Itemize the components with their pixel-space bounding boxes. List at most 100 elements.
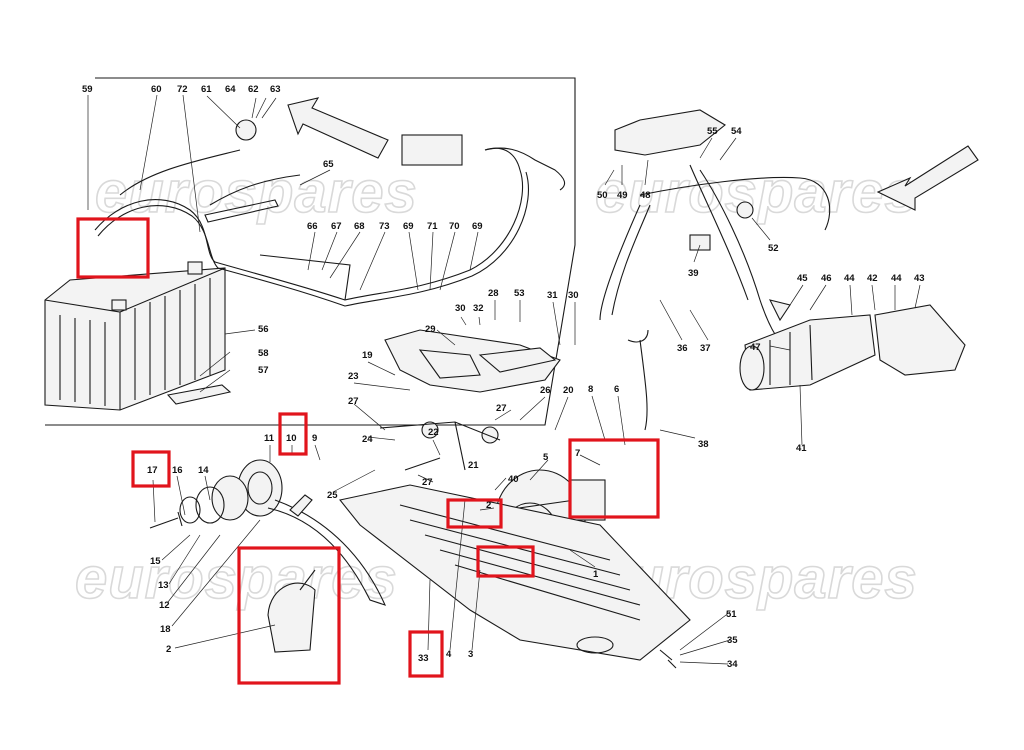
label-61: 61: [201, 84, 212, 95]
label-24: 24: [362, 434, 373, 445]
label-4: 4: [446, 649, 452, 660]
grommet-52: [736, 201, 754, 219]
label-36: 36: [677, 343, 688, 354]
label-42: 42: [867, 273, 878, 284]
label-47: 47: [750, 342, 761, 353]
battery-cable-main-outline: [97, 171, 530, 307]
pivot-bushing: [421, 421, 439, 439]
label-12: 12: [159, 600, 170, 611]
highlight-part-2[interactable]: [237, 546, 341, 685]
label-2-b: 2: [486, 500, 491, 511]
label-14: 14: [198, 465, 209, 476]
cable-bracket: [259, 254, 351, 301]
highlight-boxes: [76, 217, 660, 685]
label-72: 72: [177, 84, 188, 95]
belt-tensioner: [289, 494, 313, 517]
harness-end: [484, 147, 566, 191]
terminal-47: [768, 299, 791, 322]
label-38: 38: [698, 439, 709, 450]
highlight-battery-terminal[interactable]: [76, 217, 150, 279]
label-52: 52: [768, 243, 779, 254]
battery-clamp: [166, 384, 232, 405]
label-66: 66: [307, 221, 318, 232]
label-30-a: 30: [455, 303, 466, 314]
label-18: 18: [160, 624, 171, 635]
starter-motor: [739, 304, 966, 391]
starter-cable-d: [689, 164, 749, 301]
label-30-b: 30: [568, 290, 579, 301]
label-28: 28: [488, 288, 499, 299]
label-22: 22: [428, 427, 439, 438]
label-17: 17: [147, 465, 158, 476]
label-26: 26: [540, 385, 551, 396]
direction-arrow-left: [287, 97, 389, 159]
label-23: 23: [348, 371, 359, 382]
watermark-top-right: eurospares: [595, 160, 918, 225]
label-20: 20: [563, 385, 574, 396]
highlight-part-7[interactable]: [568, 438, 660, 519]
label-29: 29: [425, 324, 436, 335]
label-60: 60: [151, 84, 162, 95]
starter-bracket: [614, 109, 726, 156]
highlight-terminal[interactable]: [476, 545, 535, 578]
label-33: 33: [418, 653, 429, 664]
label-71: 71: [427, 221, 438, 232]
highlight-part-17[interactable]: [131, 450, 171, 488]
battery-panel-border: [45, 77, 576, 426]
alternator-bracket: [384, 329, 561, 393]
connector-block: [401, 134, 463, 166]
highlight-part-33[interactable]: [408, 630, 444, 678]
starter-cable-a: [611, 176, 831, 316]
label-41: 41: [796, 443, 807, 454]
label-25: 25: [327, 490, 338, 501]
label-27-c: 27: [422, 477, 433, 488]
label-58: 58: [258, 348, 269, 359]
label-37: 37: [700, 343, 711, 354]
pulley-bolt: [149, 511, 183, 529]
battery-switch: [235, 119, 257, 141]
starter-cable-b: [599, 204, 649, 343]
label-34: 34: [727, 659, 738, 670]
adjust-links: [379, 421, 501, 471]
label-64: 64: [225, 84, 236, 95]
label-67: 67: [331, 221, 342, 232]
label-54: 54: [731, 126, 742, 137]
label-2: 2: [166, 644, 171, 655]
label-49: 49: [617, 190, 628, 201]
label-9: 9: [312, 433, 317, 444]
label-59: 59: [82, 84, 93, 95]
highlight-bolt[interactable]: [446, 498, 503, 529]
label-63: 63: [270, 84, 281, 95]
label-51: 51: [726, 609, 737, 620]
watermark-top-left: eurospares: [95, 160, 418, 225]
label-53: 53: [514, 288, 525, 299]
label-10: 10: [286, 433, 297, 444]
label-70: 70: [449, 221, 460, 232]
label-44-a: 44: [844, 273, 855, 284]
battery-cable-ground: [119, 149, 301, 206]
highlight-part-10[interactable]: [278, 412, 308, 456]
label-31: 31: [547, 290, 558, 301]
label-57: 57: [258, 365, 269, 376]
label-62: 62: [248, 84, 259, 95]
undertray-fastener: [659, 649, 677, 669]
label-68: 68: [354, 221, 365, 232]
drive-belt: [267, 499, 387, 606]
label-15: 15: [150, 556, 161, 567]
pivot-bushing-2: [481, 426, 499, 444]
label-69-b: 69: [472, 221, 483, 232]
label-7: 7: [575, 448, 580, 459]
label-11: 11: [264, 433, 275, 444]
label-6: 6: [614, 384, 619, 395]
label-21: 21: [468, 460, 479, 471]
direction-arrow-right: [876, 145, 979, 211]
ground-strap: [204, 199, 279, 223]
label-43: 43: [914, 273, 925, 284]
engine-undertray: [339, 484, 691, 661]
watermark-bottom-left: eurospares: [75, 546, 398, 611]
label-73: 73: [379, 221, 390, 232]
label-45: 45: [797, 273, 808, 284]
leader-lines: [87, 94, 921, 665]
